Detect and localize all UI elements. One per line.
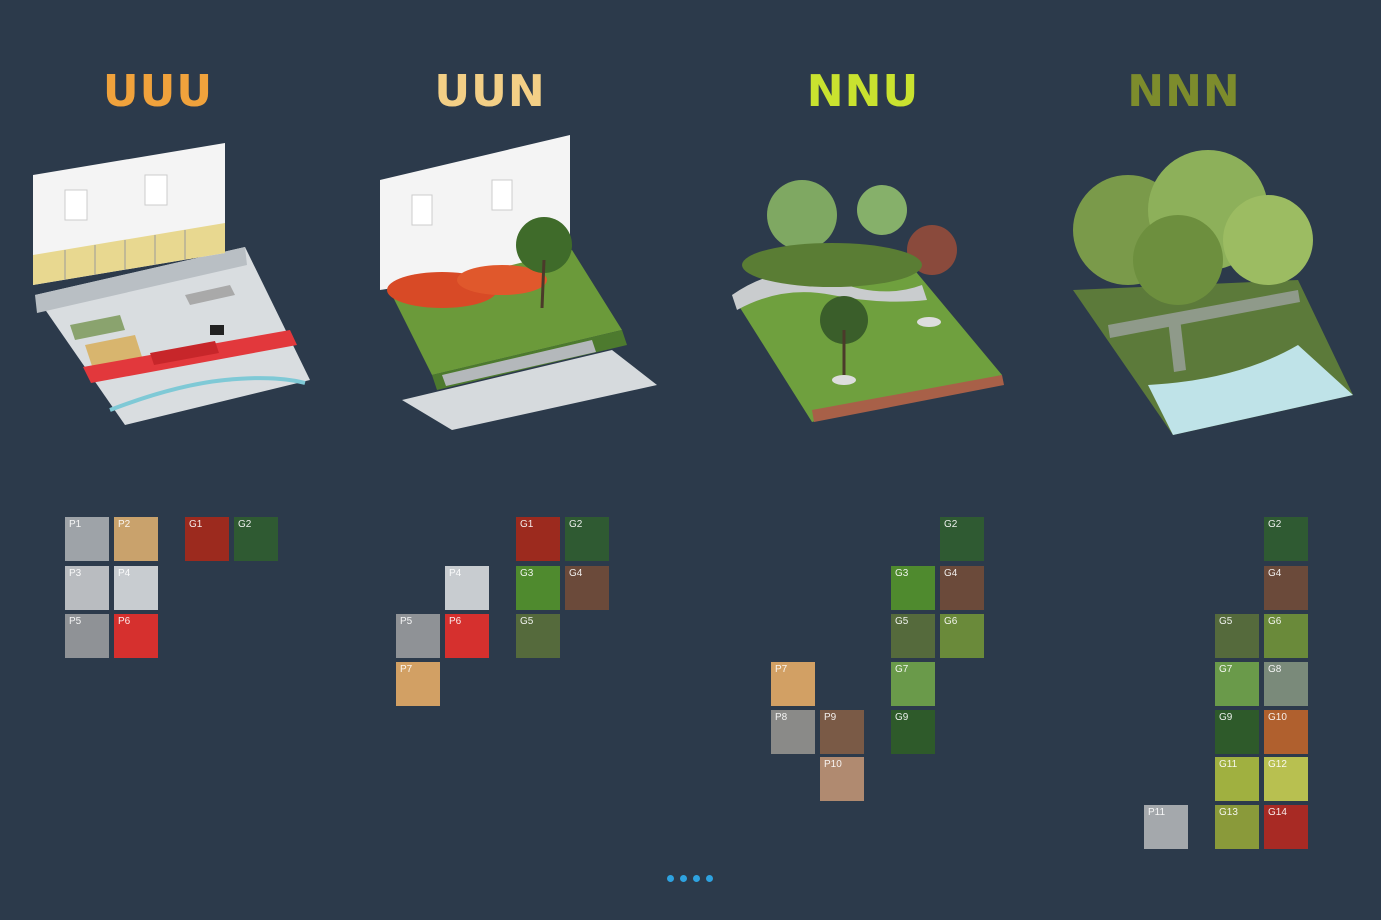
tile-g2: G2 [1264,517,1308,561]
tile-g5: G5 [516,614,560,658]
tile-g14: G14 [1264,805,1308,849]
tile-label: P10 [824,759,842,770]
tile-label: G6 [1268,616,1282,627]
pagination-dot[interactable] [667,875,674,882]
tile-label: G5 [1219,616,1233,627]
tile-p10: P10 [820,757,864,801]
tile-label: G8 [1268,664,1282,675]
pagination-dot[interactable] [693,875,700,882]
scene-nnu-illustration [732,180,1004,422]
tile-g10: G10 [1264,710,1308,754]
scene-uun-illustration [380,135,657,430]
tile-label: G11 [1219,759,1238,770]
tile-label: G2 [1268,519,1282,530]
tile-p5: P5 [396,614,440,658]
tile-label: G7 [1219,664,1233,675]
tile-g3: G3 [891,566,935,610]
tile-label: P5 [400,616,413,627]
title-nnu: NNU [806,66,920,117]
tile-label: P4 [118,568,131,579]
tile-label: P8 [775,712,788,723]
tile-p4: P4 [114,566,158,610]
tile-g5: G5 [1215,614,1259,658]
tile-label: G9 [895,712,909,723]
scene-nnn-illustration [1073,150,1353,435]
tile-label: P9 [824,712,837,723]
tile-g12: G12 [1264,757,1308,801]
tile-p7: P7 [396,662,440,706]
tile-label: G5 [895,616,909,627]
tile-label: G14 [1268,807,1287,818]
tile-p9: P9 [820,710,864,754]
tile-label: G13 [1219,807,1238,818]
tile-g9: G9 [891,710,935,754]
tile-p5: P5 [65,614,109,658]
tile-p4: P4 [445,566,489,610]
tile-label: G4 [569,568,583,579]
tile-label: G1 [189,519,203,530]
tile-g4: G4 [1264,566,1308,610]
tile-label: G3 [520,568,534,579]
tile-g6: G6 [1264,614,1308,658]
tile-label: P6 [118,616,131,627]
tile-label: G9 [1219,712,1233,723]
tile-label: G2 [238,519,252,530]
tile-label: G12 [1268,759,1287,770]
tile-p7: P7 [771,662,815,706]
tile-g9: G9 [1215,710,1259,754]
tile-g5: G5 [891,614,935,658]
tile-label: P5 [69,616,82,627]
tile-label: G1 [520,519,534,530]
tile-g7: G7 [1215,662,1259,706]
pagination-dots[interactable] [667,875,713,882]
tile-label: G4 [1268,568,1282,579]
tile-label: G6 [944,616,958,627]
pagination-dot[interactable] [680,875,687,882]
tile-label: P7 [775,664,788,675]
tile-g7: G7 [891,662,935,706]
tile-label: G2 [944,519,958,530]
tile-label: P11 [1148,807,1166,818]
tile-g2: G2 [565,517,609,561]
tile-label: P2 [118,519,131,530]
tile-p8: P8 [771,710,815,754]
tile-p6: P6 [445,614,489,658]
tile-g4: G4 [565,566,609,610]
tile-p11: P11 [1144,805,1188,849]
tile-label: P1 [69,519,82,530]
title-uuu: UUU [102,66,214,117]
tile-p6: P6 [114,614,158,658]
tile-g2: G2 [940,517,984,561]
tile-g8: G8 [1264,662,1308,706]
tile-label: P4 [449,568,462,579]
tile-g1: G1 [516,517,560,561]
tile-label: G3 [895,568,909,579]
title-nnn: NNN [1127,66,1241,117]
tile-p3: P3 [65,566,109,610]
tile-label: P6 [449,616,462,627]
title-uun: UUN [434,66,546,117]
tile-g4: G4 [940,566,984,610]
tile-label: P3 [69,568,82,579]
tile-label: G7 [895,664,909,675]
tile-p2: P2 [114,517,158,561]
tile-label: G4 [944,568,958,579]
tile-g2: G2 [234,517,278,561]
tile-g13: G13 [1215,805,1259,849]
tile-label: P7 [400,664,413,675]
tile-g11: G11 [1215,757,1259,801]
scene-uuu-illustration [33,143,310,425]
tile-g3: G3 [516,566,560,610]
tile-label: G2 [569,519,583,530]
pagination-dot[interactable] [706,875,713,882]
tile-g6: G6 [940,614,984,658]
tile-label: G5 [520,616,534,627]
tile-label: G10 [1268,712,1287,723]
tile-g1: G1 [185,517,229,561]
tile-p1: P1 [65,517,109,561]
